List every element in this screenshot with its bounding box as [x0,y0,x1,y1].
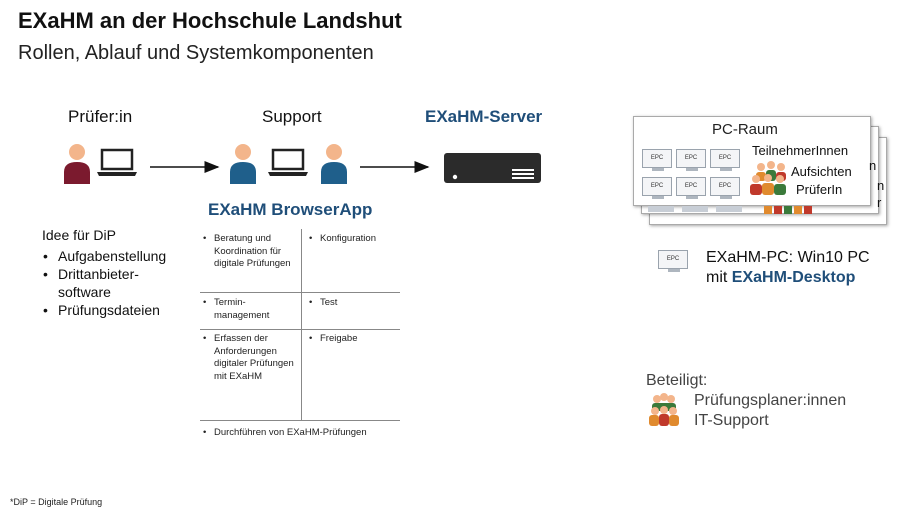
pc-room-examiner: PrüferIn [796,182,843,197]
epc-legend: EXaHM-PC: Win10 PC mit EXaHM-Desktop [706,248,870,288]
pc-room-title: PC-Raum [712,121,778,138]
role-label-pruefer: Prüfer:in [68,107,133,126]
people-group-icon [750,161,786,195]
person-support-icon [230,144,256,184]
epc-computer-icon: EPC [642,149,672,171]
table-cell: Termin-management [200,297,290,322]
list-item: Prüfungsdateien [43,301,168,319]
epc-computer-icon: EPC [658,250,688,272]
table-cell-text: Termin-management [200,297,290,322]
table-cell: Erfassen der Anforderungen digitaler Prü… [200,333,298,383]
page-title: EXaHM an der Hochschule Landshut [18,8,402,33]
epc-label: EPC [718,183,732,189]
role-label-server: EXaHM-Server [425,107,543,126]
server-icon [444,153,541,183]
table-cell-text: Durchführen von EXaHM-Prüfungen [200,427,410,440]
table-cell-text: Freigabe [306,333,400,346]
laptop-icon [97,148,137,176]
epc-computer-icon: EPC [676,177,706,199]
pc-room-participants: TeilnehmerInnen [752,143,849,158]
table-divider-vertical [301,229,302,421]
idea-heading: Idee für DiP [42,227,116,243]
epc-computer-icon: EPC [710,149,740,171]
person-support-icon [321,144,347,184]
epc-label: EPC [650,155,664,161]
epc-computer-icon: EPC [642,177,672,199]
browserapp-title: EXaHM BrowserApp [208,200,373,219]
footnote: *DiP = Digitale Prüfung [10,497,103,507]
laptop-icon [268,148,308,176]
epc-legend-line2: mit EXaHM-Desktop [706,268,870,288]
stack-edge-letter: n [869,158,877,173]
people-group-icon [649,393,679,426]
table-divider-horizontal [200,329,400,330]
idea-block: Idee für DiP Aufgabenstellung Drittanbie… [42,226,168,319]
list-item: Drittanbieter-software [43,265,168,301]
stack-edge-letter: n [877,178,885,193]
table-divider-horizontal [200,420,400,421]
role-label-support: Support [262,107,322,126]
idea-list: Aufgabenstellung Drittanbieter-software … [42,247,168,319]
person-pruefer-icon [64,144,90,184]
table-cell: Durchführen von EXaHM-Prüfungen [200,427,410,440]
epc-legend-product: EXaHM-Desktop [731,269,856,286]
epc-legend-line1: EXaHM-PC: Win10 PC [706,249,870,266]
pc-room-supervisors: Aufsichten [791,164,852,179]
epc-label: EPC [684,183,698,189]
involved-item: IT-Support [694,412,769,429]
epc-computer-icon: EPC [676,149,706,171]
epc-label: EPC [718,155,732,161]
involved-item: Prüfungsplaner:innen [694,392,847,409]
table-cell-text: Konfiguration [306,233,400,246]
table-cell: Konfiguration [306,233,400,246]
table-divider-horizontal [200,292,400,293]
epc-computer-icon: EPC [710,177,740,199]
table-cell: Freigabe [306,333,400,346]
table-cell-text: Erfassen der Anforderungen digitaler Prü… [200,333,298,383]
list-item: Aufgabenstellung [43,247,168,265]
table-cell: Test [306,297,400,310]
stack-edge-letter: r [877,195,882,210]
epc-label: EPC [684,155,698,161]
pc-room-back-row [648,206,812,214]
page-subtitle: Rollen, Ablauf und Systemkomponenten [18,42,374,64]
epc-label: EPC [650,183,664,189]
table-cell: Beratung und Koordination für digitale P… [200,233,298,271]
involved-title: Beteiligt: [646,372,708,389]
table-cell-text: Beratung und Koordination für digitale P… [200,233,298,271]
epc-label: EPC [666,256,680,262]
table-cell-text: Test [306,297,400,310]
epc-legend-prefix: mit [706,269,732,286]
